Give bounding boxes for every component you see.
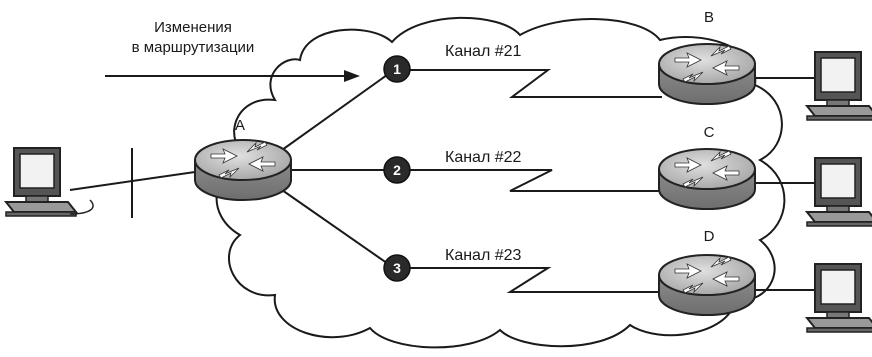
serial-link-21 xyxy=(394,69,662,98)
svg-text:2: 2 xyxy=(393,162,401,178)
workstation-b[interactable] xyxy=(806,51,872,121)
router-label-a: A xyxy=(235,117,245,134)
annotation-line2: в маршрутизации xyxy=(132,39,255,56)
link-label-23: Канал #23 xyxy=(445,247,522,264)
svg-text:3: 3 xyxy=(393,260,401,276)
router-d[interactable] xyxy=(658,254,756,316)
svg-text:1: 1 xyxy=(393,61,401,77)
serial-link-23 xyxy=(394,267,662,293)
annotation-arrow xyxy=(105,70,360,82)
router-c[interactable] xyxy=(658,148,756,210)
workstation-left[interactable] xyxy=(5,147,94,217)
router-label-d: D xyxy=(704,228,715,245)
mouse-cable xyxy=(69,199,94,215)
link-line-1 xyxy=(281,69,395,151)
router-a[interactable] xyxy=(194,139,292,201)
link-label-21: Канал #21 xyxy=(445,43,522,60)
link-marker-1: 1 xyxy=(383,55,411,83)
workstation-c[interactable] xyxy=(806,157,872,227)
workstation-d[interactable] xyxy=(806,263,872,333)
router-label-c: C xyxy=(704,124,715,141)
router-label-b: B xyxy=(704,9,714,26)
network-cloud xyxy=(215,16,786,349)
annotation-line1: Изменения xyxy=(154,19,232,36)
link-marker-3: 3 xyxy=(383,254,411,282)
link-label-22: Канал #22 xyxy=(445,149,522,166)
serial-link-22 xyxy=(394,169,662,192)
link-marker-2: 2 xyxy=(383,156,411,184)
link-line-3 xyxy=(281,189,395,269)
router-b[interactable] xyxy=(658,43,756,105)
